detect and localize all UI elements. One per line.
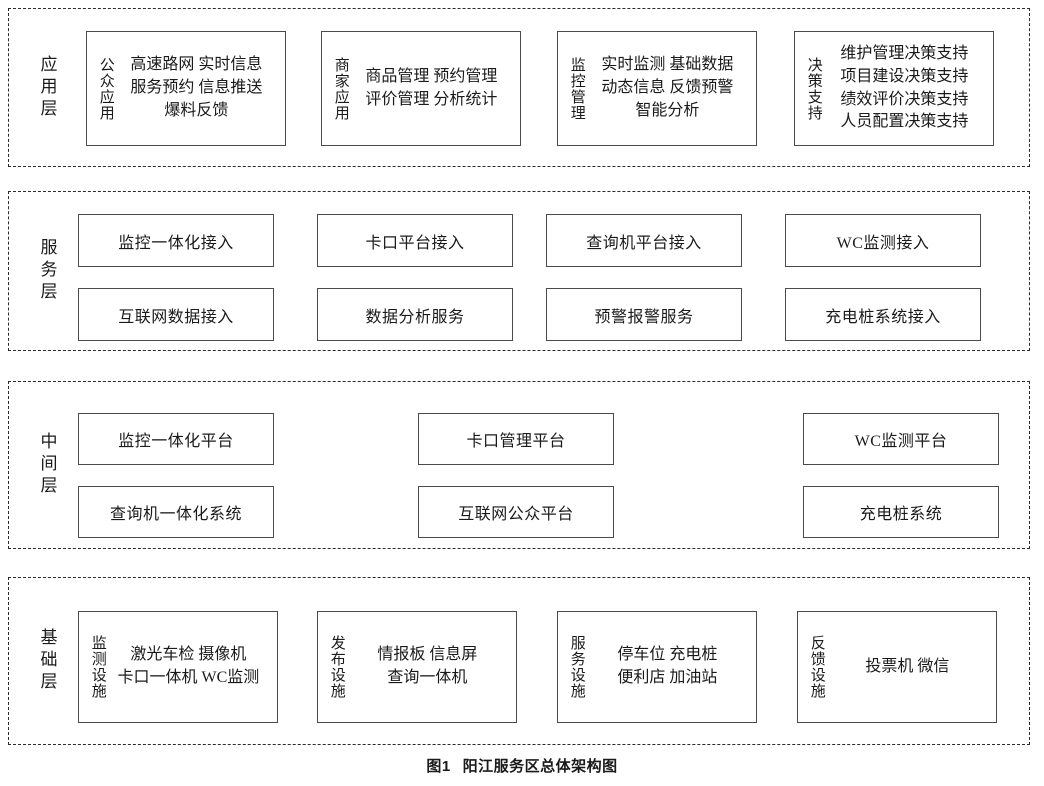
node-line: 智能分析 — [635, 101, 700, 119]
node-body-monitoring-facilities: 激光车检 摄像机 卡口一体机 WC监测 — [108, 618, 269, 716]
node-kiosk-integration-system[interactable]: 查询机一体化系统 — [78, 486, 274, 538]
node-body-decision-support: 维护管理决策支持 项目建设决策支持 绩效评价决策支持 人员配置决策支持 — [824, 38, 985, 139]
node-data-analysis-service[interactable]: 数据分析服务 — [317, 288, 513, 341]
layer-band-service: 服务层 监控一体化接入 卡口平台接入 查询机平台接入 WC监测接入 互联网数据接… — [8, 191, 1030, 351]
node-merchant-application[interactable]: 商家应用 商品管理 预约管理 评价管理 分析统计 — [321, 31, 521, 146]
node-line: 查询一体机 — [387, 669, 468, 686]
node-kiosk-platform-access[interactable]: 查询机平台接入 — [546, 214, 742, 267]
node-internet-public-platform[interactable]: 互联网公众平台 — [418, 486, 614, 538]
node-line: 评价管理 分析统计 — [365, 90, 498, 108]
node-tag-monitoring-management: 监控管理 — [568, 56, 585, 121]
node-decision-support[interactable]: 决策支持 维护管理决策支持 项目建设决策支持 绩效评价决策支持 人员配置决策支持 — [794, 31, 994, 146]
node-line: 便利店 加油站 — [617, 669, 718, 686]
node-line: 人员配置决策支持 — [840, 113, 969, 131]
node-monitoring-integration-access[interactable]: 监控一体化接入 — [78, 214, 274, 267]
node-monitoring-management[interactable]: 监控管理 实时监测 基础数据 动态信息 反馈预警 智能分析 — [557, 31, 757, 146]
figure-caption-number: 图1 — [426, 758, 451, 775]
layer-band-infrastructure: 基础层 监测设施 激光车检 摄像机 卡口一体机 WC监测 发布设施 情报板 信息… — [8, 577, 1030, 745]
node-line: 服务预约 信息推送 — [130, 79, 263, 97]
node-tag-monitoring-facilities: 监测设施 — [89, 635, 106, 699]
layer-label-application: 应用层 — [37, 54, 57, 121]
node-line: 维护管理决策支持 — [840, 45, 969, 63]
node-line: 投票机 微信 — [865, 657, 950, 675]
node-tag-service-facilities: 服务设施 — [568, 635, 585, 699]
node-early-warning-alarm-service[interactable]: 预警报警服务 — [546, 288, 742, 341]
node-line: 卡口一体机 WC监测 — [117, 669, 260, 686]
node-publishing-facilities[interactable]: 发布设施 情报板 信息屏 查询一体机 — [317, 611, 517, 723]
node-line: 商品管理 预约管理 — [365, 67, 498, 85]
node-line: 实时监测 基础数据 — [601, 56, 734, 74]
node-wc-monitoring-platform[interactable]: WC监测平台 — [803, 413, 999, 465]
node-body-public-application: 高速路网 实时信息 服务预约 信息推送 爆料反馈 — [116, 38, 277, 139]
node-feedback-facilities[interactable]: 反馈设施 投票机 微信 — [797, 611, 997, 723]
node-line: 绩效评价决策支持 — [840, 90, 969, 108]
node-line: 情报板 信息屏 — [377, 646, 478, 664]
node-line: 停车位 充电桩 — [617, 646, 718, 664]
node-body-feedback-facilities: 投票机 微信 — [827, 618, 988, 716]
node-body-service-facilities: 停车位 充电桩 便利店 加油站 — [587, 618, 748, 716]
node-monitoring-integration-platform[interactable]: 监控一体化平台 — [78, 413, 274, 465]
node-public-application[interactable]: 公众应用 高速路网 实时信息 服务预约 信息推送 爆料反馈 — [86, 31, 286, 146]
node-internet-data-access[interactable]: 互联网数据接入 — [78, 288, 274, 341]
node-line: 动态信息 反馈预警 — [601, 79, 734, 97]
node-charging-pile-system-access[interactable]: 充电桩系统接入 — [785, 288, 981, 341]
figure-caption-title: 阳江服务区总体架构图 — [462, 758, 618, 775]
layer-band-middle: 中间层 监控一体化平台 卡口管理平台 WC监测平台 查询机一体化系统 互联网公众… — [8, 381, 1030, 549]
node-service-facilities[interactable]: 服务设施 停车位 充电桩 便利店 加油站 — [557, 611, 757, 723]
figure-caption: 图1 阳江服务区总体架构图 — [0, 755, 1044, 776]
node-body-merchant-application: 商品管理 预约管理 评价管理 分析统计 — [351, 38, 512, 139]
node-wc-monitoring-access[interactable]: WC监测接入 — [785, 214, 981, 267]
node-line: 高速路网 实时信息 — [130, 56, 263, 74]
node-checkpoint-management-platform[interactable]: 卡口管理平台 — [418, 413, 614, 465]
node-line: 爆料反馈 — [164, 101, 229, 119]
node-line: 激光车检 摄像机 — [130, 646, 247, 664]
node-monitoring-facilities[interactable]: 监测设施 激光车检 摄像机 卡口一体机 WC监测 — [78, 611, 278, 723]
node-tag-merchant-application: 商家应用 — [332, 56, 349, 121]
node-tag-public-application: 公众应用 — [97, 56, 114, 121]
layer-label-middle: 中间层 — [37, 432, 57, 498]
node-tag-decision-support: 决策支持 — [805, 56, 822, 121]
node-body-publishing-facilities: 情报板 信息屏 查询一体机 — [347, 618, 508, 716]
layer-label-infrastructure: 基础层 — [37, 628, 57, 694]
node-tag-feedback-facilities: 反馈设施 — [808, 635, 825, 699]
node-line: 项目建设决策支持 — [840, 67, 969, 85]
node-tag-publishing-facilities: 发布设施 — [328, 635, 345, 699]
node-body-monitoring-management: 实时监测 基础数据 动态信息 反馈预警 智能分析 — [587, 38, 748, 139]
layer-band-application: 应用层 公众应用 高速路网 实时信息 服务预约 信息推送 爆料反馈 商家应用 商… — [8, 8, 1030, 167]
layer-label-service: 服务层 — [37, 238, 57, 304]
node-checkpoint-platform-access[interactable]: 卡口平台接入 — [317, 214, 513, 267]
node-charging-pile-system[interactable]: 充电桩系统 — [803, 486, 999, 538]
